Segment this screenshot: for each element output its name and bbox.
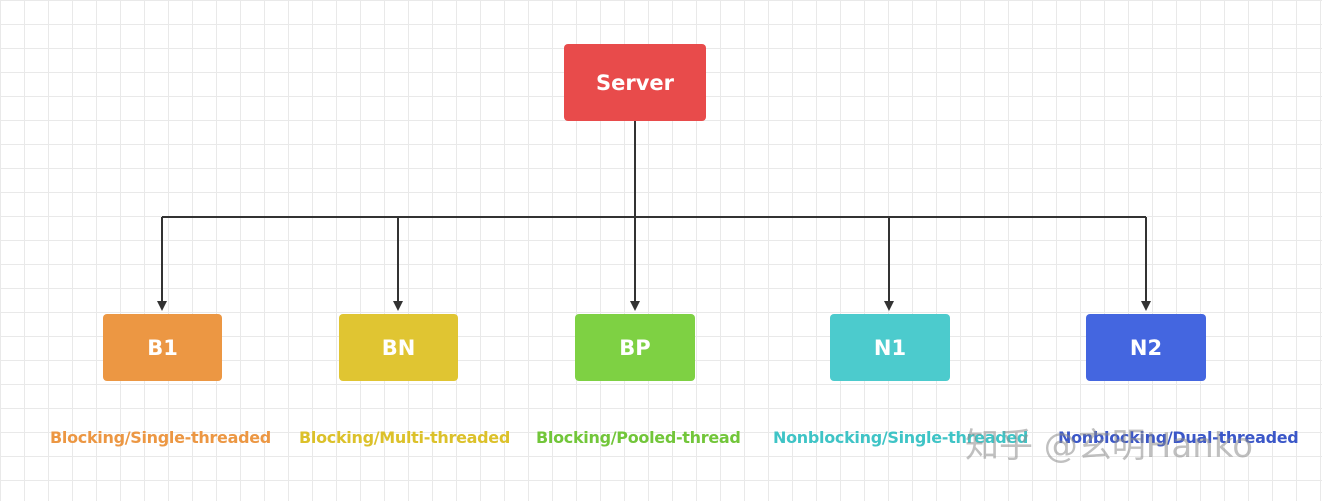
n1-node[interactable]: N1 xyxy=(830,314,950,381)
n2-node[interactable]: N2 xyxy=(1086,314,1206,381)
n2-description: Nonblocking/Dual-threaded xyxy=(1058,428,1299,447)
b1-node[interactable]: B1 xyxy=(103,314,222,381)
bp-node[interactable]: BP xyxy=(575,314,695,381)
server-node[interactable]: Server xyxy=(564,44,706,121)
bp-description: Blocking/Pooled-thread xyxy=(536,428,741,447)
bn-description: Blocking/Multi-threaded xyxy=(299,428,510,447)
n1-description: Nonblocking/Single-threaded xyxy=(773,428,1029,447)
b1-description: Blocking/Single-threaded xyxy=(50,428,271,447)
bn-node[interactable]: BN xyxy=(339,314,458,381)
